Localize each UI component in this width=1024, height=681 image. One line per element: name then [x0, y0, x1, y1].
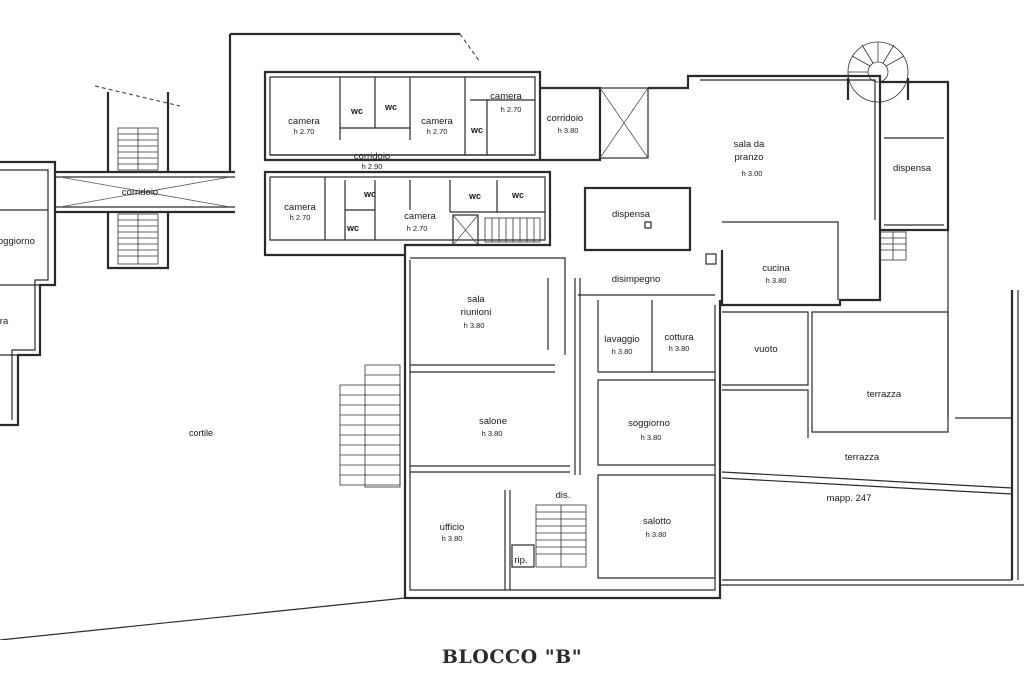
left-corridor-bridge [55, 85, 235, 270]
room-label-wc: wc [363, 189, 376, 199]
plan-title: BLOCCO "B" [441, 646, 583, 668]
room-height: h 2.70 [501, 105, 522, 114]
upper-block-walls [228, 32, 552, 257]
room-height: h 3.80 [766, 276, 787, 285]
room-height: h 3.80 [558, 126, 579, 135]
room-height: h 3.80 [641, 433, 662, 442]
room-height: h 2.90 [362, 162, 383, 171]
room-height: h 3.80 [669, 344, 690, 353]
room-height: h 2.70 [290, 213, 311, 222]
room-label-sala-da: sala da [734, 139, 765, 150]
room-height: h 2.70 [427, 127, 448, 136]
main-block-walls [403, 255, 722, 600]
room-label-ufficio: ufficio [440, 522, 465, 533]
room-label-corridoio: corridoio [547, 113, 583, 124]
room-height: h 3.80 [482, 429, 503, 438]
room-height: h 3.80 [464, 321, 485, 330]
room-height: h 3.00 [742, 169, 763, 178]
room-label-wc: wc [346, 223, 359, 233]
room-label-wc: wc [511, 190, 524, 200]
room-labels: camera h 2.70 wc wc camera h 2.70 camera… [0, 91, 932, 566]
room-label-salone: salone [479, 416, 507, 427]
room-label-wc: wc [384, 102, 397, 112]
site-boundary [0, 584, 1024, 640]
room-label-wc: wc [468, 191, 481, 201]
left-building-fragment [0, 160, 57, 427]
room-label-lavaggio: lavaggio [604, 334, 639, 345]
room-label-camera: camera [490, 91, 522, 102]
stair-right [879, 231, 907, 261]
room-label-ra: ra [0, 316, 9, 327]
room-label-corridoio: corridoio [354, 151, 390, 162]
room-height: h 3.80 [442, 534, 463, 543]
room-label-soggiorno: soggiorno [628, 418, 670, 429]
room-label-camera: camera [284, 202, 316, 213]
room-label-wc: wc [470, 125, 483, 135]
room-label-dispensa: dispensa [893, 163, 932, 174]
room-label-sala: sala [467, 294, 485, 305]
room-label-pranzo: pranzo [734, 152, 763, 163]
room-label-camera: camera [421, 116, 453, 127]
room-label-camera: camera [288, 116, 320, 127]
room-label-rip: rip. [514, 555, 527, 566]
room-label-dispensa: dispensa [612, 209, 651, 220]
room-label-camera: camera [404, 211, 436, 222]
room-label-mapp: mapp. 247 [827, 493, 872, 504]
room-label-cortile: cortile [189, 428, 213, 438]
room-label-cucina: cucina [762, 263, 790, 274]
room-label-wc: wc [350, 106, 363, 116]
exterior-stair [339, 364, 401, 488]
terrace-walls [721, 230, 1019, 581]
upper-right-walls [540, 41, 950, 307]
room-label-salotto: salotto [643, 516, 671, 527]
room-height: h 3.80 [646, 530, 667, 539]
room-label-dis: dis. [556, 490, 571, 501]
room-label-vuoto: vuoto [754, 344, 777, 355]
room-label-corridoio: corridoio [122, 187, 158, 198]
room-label-terrazza: terrazza [867, 389, 902, 400]
room-height: h 2.70 [407, 224, 428, 233]
floor-plan: camera h 2.70 wc wc camera h 2.70 camera… [0, 32, 1024, 640]
room-label-disimpegno: disimpegno [612, 274, 661, 285]
room-label-riunioni: riunioni [461, 307, 492, 318]
room-label-cottura: cottura [664, 332, 694, 343]
room-label-terrazza: terrazza [845, 452, 880, 463]
room-height: h 3.80 [612, 347, 633, 356]
room-label-soggiorno: soggiorno [0, 236, 35, 247]
room-height: h 2.70 [294, 127, 315, 136]
